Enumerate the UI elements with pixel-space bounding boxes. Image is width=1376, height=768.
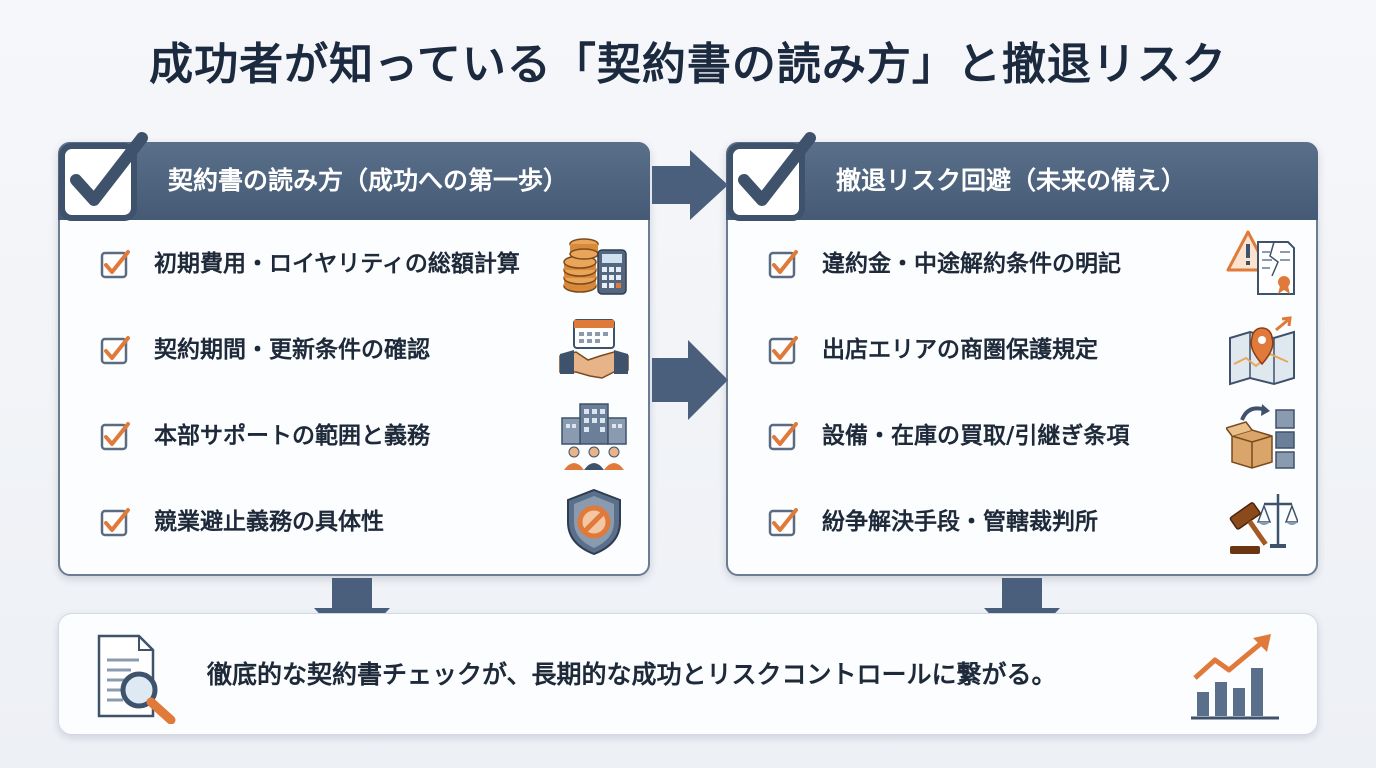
item-label: 紛争解決手段・管轄裁判所	[822, 509, 1098, 535]
large-checkbox-icon	[727, 132, 816, 221]
orange-check-icon	[768, 422, 798, 451]
item-label: 契約期間・更新条件の確認	[154, 337, 430, 363]
list-item: 出店エリアの商圏保護規定	[768, 316, 1298, 386]
orange-check-icon	[768, 336, 798, 365]
coins-calculator-icon	[563, 238, 627, 295]
document-magnifier-icon	[97, 634, 176, 724]
list-item: 違約金・中途解約条件の明記	[768, 230, 1298, 295]
item-label: 初期費用・ロイヤリティの総額計算	[154, 251, 520, 277]
prohibition-shield-icon	[567, 488, 621, 556]
conclusion-text: 徹底的な契約書チェックが、長期的な成功とリスクコントロールに繋がる。	[207, 660, 1057, 689]
arrow-right-icon	[652, 340, 728, 420]
gavel-scales-icon	[1229, 494, 1298, 554]
orange-check-icon	[100, 250, 130, 279]
item-label: 設備・在庫の買取/引継ぎ条項	[822, 423, 1130, 449]
panel-header-contract-reading: 契約書の読み方（成功への第一歩）	[58, 142, 650, 220]
item-label: 違約金・中途解約条件の明記	[822, 251, 1121, 277]
orange-check-icon	[100, 508, 130, 537]
growth-chart-icon	[1191, 634, 1279, 720]
item-label: 出店エリアの商圏保護規定	[822, 337, 1098, 363]
list-item: 競業避止義務の具体性	[100, 488, 630, 556]
item-label: 本部サポートの範囲と義務	[154, 423, 430, 449]
arrow-right-icon	[652, 150, 728, 220]
orange-check-icon	[100, 336, 130, 365]
map-pin-icon	[1229, 316, 1295, 386]
warning-contract-icon	[1226, 230, 1295, 295]
item-label: 競業避止義務の具体性	[154, 509, 384, 535]
list-item: 初期費用・ロイヤリティの総額計算	[100, 234, 630, 295]
orange-check-icon	[768, 508, 798, 537]
orange-check-icon	[100, 422, 130, 451]
list-item: 契約期間・更新条件の確認	[100, 319, 630, 380]
list-item: 本部サポートの範囲と義務	[100, 403, 630, 470]
conclusion-banner: 徹底的な契約書チェックが、長期的な成功とリスクコントロールに繋がる。	[58, 613, 1318, 735]
panel-header-label: 撤退リスク回避（未来の備え）	[836, 166, 1187, 195]
panel-header-label: 契約書の読み方（成功への第一歩）	[168, 166, 569, 195]
panel-exit-risk: 撤退リスク回避（未来の備え） 違約金・中途解約条件の明記	[726, 132, 1318, 576]
list-item: 設備・在庫の買取/引継ぎ条項	[768, 404, 1298, 469]
headquarters-team-icon	[561, 403, 627, 470]
handshake-calendar-icon	[559, 319, 629, 379]
boxes-transfer-icon	[1226, 404, 1295, 469]
orange-check-icon	[768, 250, 798, 279]
panel-header-exit-risk: 撤退リスク回避（未来の備え）	[726, 142, 1318, 220]
panel-contract-reading: 契約書の読み方（成功への第一歩） 初期費用・ロイヤリティの総額計算	[58, 132, 650, 576]
large-checkbox-icon	[59, 132, 148, 221]
list-item: 紛争解決手段・管轄裁判所	[768, 492, 1298, 554]
page-title: 成功者が知っている「契約書の読み方」と撤退リスク	[149, 39, 1227, 90]
